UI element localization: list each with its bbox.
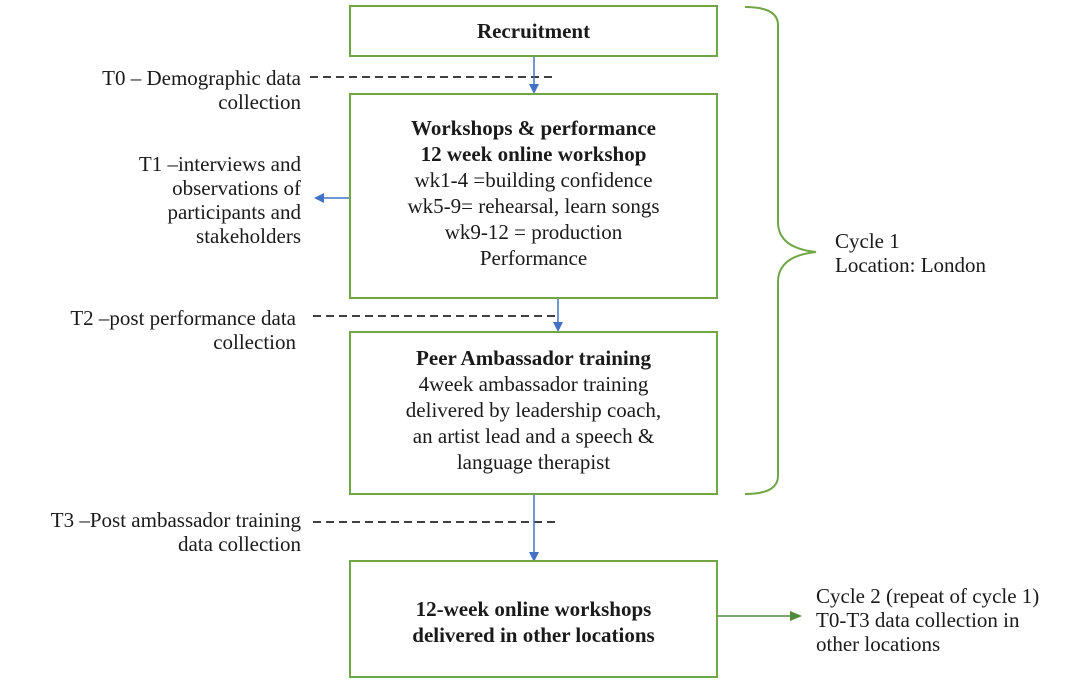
ambassador-line-2: delivered by leadership coach, [405,398,662,422]
cycle1-line-1: Cycle 1 [835,229,900,253]
cycle1-line-2: Location: London [835,253,987,277]
workshops-title-line-2: 12 week online workshop [420,142,647,166]
workshops-line-2: wk5-9= rehearsal, learn songs [407,194,660,218]
ambassador-box: Peer Ambassador training 4week ambassado… [349,331,718,495]
t2-line-1: T2 –post performance data [70,306,296,330]
online-title-line-2: delivered in other locations [412,623,655,647]
recruitment-box: Recruitment [349,5,718,57]
cycle1-brace [744,6,817,495]
workshops-line-3: wk9-12 = production [444,220,623,244]
cycle2-line-1: Cycle 2 (repeat of cycle 1) [816,584,1040,608]
t0-line-1: T0 – Demographic data [102,66,301,90]
t2-label: T2 –post performance data collection [70,306,296,354]
ambassador-line-3: an artist lead and a speech & [412,424,655,448]
cycle2-line-2: T0-T3 data collection in [816,608,1020,632]
ambassador-title: Peer Ambassador training [416,346,651,370]
t3-label: T3 –Post ambassador training data collec… [51,508,301,556]
t1-line-4: stakeholders [196,224,301,248]
recruitment-title: Recruitment [476,19,591,43]
workshops-title-line-1: Workshops & performance [411,116,656,140]
t1-line-1: T1 –interviews and [138,152,301,176]
workshops-line-1: wk1-4 =building confidence [414,168,653,192]
cycle2-line-3: other locations [816,632,941,656]
t1-line-2: observations of [172,176,301,200]
t3-line-1: T3 –Post ambassador training [50,508,301,532]
cycle1-label: Cycle 1 Location: London [835,229,986,277]
ambassador-line-4: language therapist [456,450,611,474]
t1-line-3: participants and [167,200,301,224]
t0-line-2: collection [218,90,301,114]
online-title-line-1: 12-week online workshops [415,597,652,621]
workshops-box: Workshops & performance 12 week online w… [349,93,718,299]
t0-label: T0 – Demographic data collection [102,66,301,114]
ambassador-line-1: 4week ambassador training [418,372,649,396]
t3-line-2: data collection [177,532,301,556]
cycle2-label: Cycle 2 (repeat of cycle 1) T0-T3 data c… [816,584,1039,656]
workshops-line-4: Performance [479,246,588,270]
t2-line-2: collection [213,330,296,354]
t1-label: T1 –interviews and observations of parti… [139,152,301,248]
online-workshops-box: 12-week online workshops delivered in ot… [349,560,718,678]
